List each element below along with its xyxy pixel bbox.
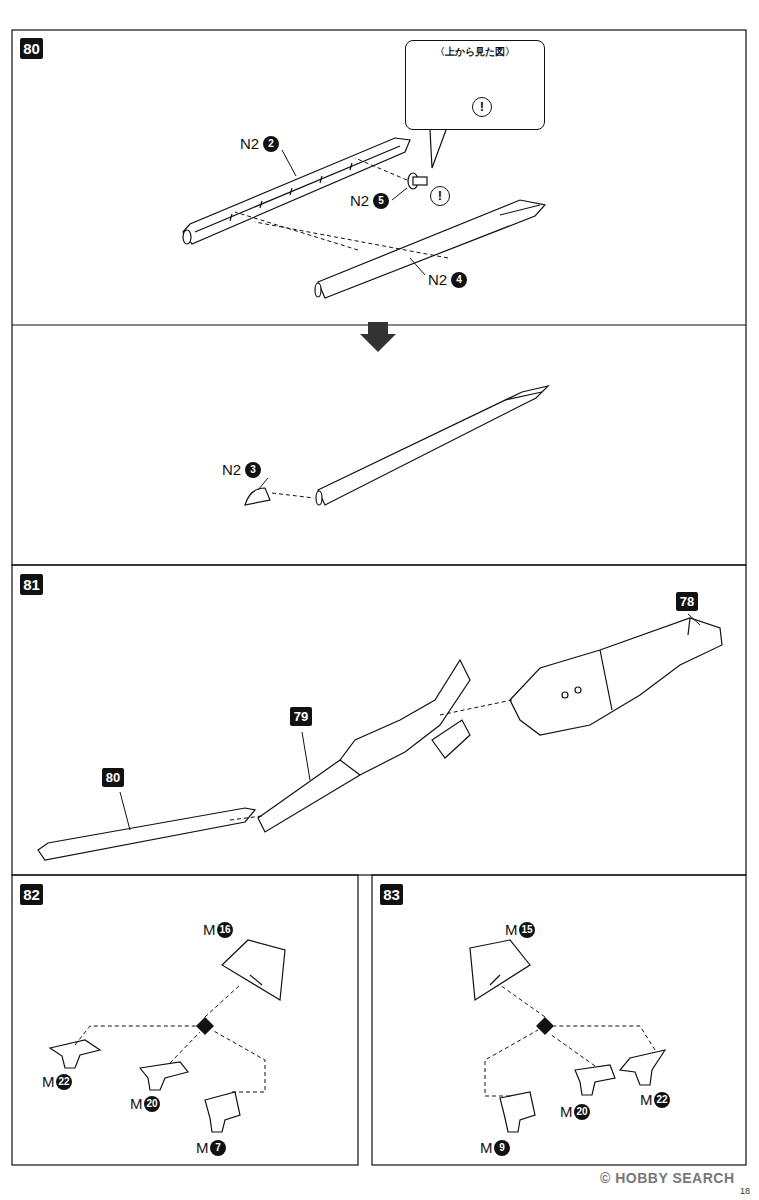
- dashed-guide: [235, 158, 448, 258]
- joint-block: [196, 1017, 214, 1035]
- part-label: M: [480, 1140, 493, 1156]
- blade-frame: [183, 138, 410, 244]
- tip-cap: [245, 488, 270, 505]
- down-arrow: [360, 322, 396, 352]
- part-label: M: [505, 922, 518, 938]
- panel-border: [12, 565, 746, 875]
- step-number-text: 83: [383, 886, 400, 903]
- part-label: M: [196, 1140, 209, 1156]
- step-number: 78: [676, 592, 698, 611]
- dashed-guide: [230, 700, 512, 820]
- armor-plate: [222, 940, 285, 1000]
- step-number-text: 80: [106, 770, 120, 785]
- step-number-text: 81: [23, 576, 40, 593]
- part-number: 3: [245, 462, 261, 478]
- caution-mark: !: [430, 186, 450, 206]
- part-label: N2: [222, 462, 241, 478]
- step-number: 82: [20, 884, 43, 905]
- part-number: 4: [451, 272, 467, 288]
- part-label: M: [42, 1074, 55, 1090]
- part-number: 20: [574, 1104, 590, 1120]
- step-number-text: 78: [680, 594, 694, 609]
- part-label: N2: [240, 136, 259, 152]
- part-number: 2: [263, 136, 279, 152]
- blade-assembly: [38, 808, 255, 860]
- part-number: 16: [217, 922, 233, 938]
- armor-plate: [470, 940, 530, 1000]
- caution-mark: !: [472, 97, 492, 117]
- step-number: 83: [380, 884, 403, 905]
- part-label: M: [640, 1092, 653, 1108]
- joint-block: [536, 1017, 554, 1035]
- part-number: 5: [373, 193, 389, 209]
- joint-part: [50, 1040, 240, 1132]
- step-number: 81: [20, 574, 43, 595]
- main-weapon-body: [510, 618, 722, 735]
- part-label: M: [560, 1104, 573, 1120]
- blade-assembled: [316, 386, 548, 505]
- step-number: 80: [102, 768, 124, 787]
- part-number: 9: [494, 1140, 510, 1156]
- panel-border: [12, 875, 358, 1165]
- panel-border: [372, 875, 746, 1165]
- part-label: N2: [350, 193, 369, 209]
- watermark: © HOBBY SEARCH: [600, 1170, 735, 1186]
- panel-border: [12, 30, 746, 565]
- part-number: 7: [210, 1140, 226, 1156]
- part-number: 22: [56, 1074, 72, 1090]
- step-number-text: 82: [23, 886, 40, 903]
- blade-edge: [315, 200, 545, 298]
- callout-box: 〈上から見た図〉!: [405, 40, 545, 130]
- page-number: 18: [740, 1186, 750, 1196]
- part-label: M: [130, 1096, 143, 1112]
- step-number: 80: [20, 38, 43, 59]
- part-number: 15: [519, 922, 535, 938]
- callout-pointer: [430, 130, 446, 168]
- step-number-text: 80: [23, 40, 40, 57]
- peg: [408, 173, 427, 189]
- step-number: 79: [290, 707, 312, 726]
- part-number: 20: [144, 1096, 160, 1112]
- leader-line: [120, 614, 700, 830]
- dashed-guide: [485, 985, 655, 1096]
- dashed-guide: [272, 493, 314, 498]
- step-number-text: 79: [294, 709, 308, 724]
- part-label: M: [203, 922, 216, 938]
- blade-mount: [258, 660, 470, 832]
- callout-title: 〈上から見た図〉: [406, 45, 544, 59]
- dashed-guide: [75, 985, 265, 1092]
- joint-part: [500, 1050, 665, 1132]
- leader-line: [258, 150, 425, 490]
- part-number: 22: [654, 1092, 670, 1108]
- part-label: N2: [428, 272, 447, 288]
